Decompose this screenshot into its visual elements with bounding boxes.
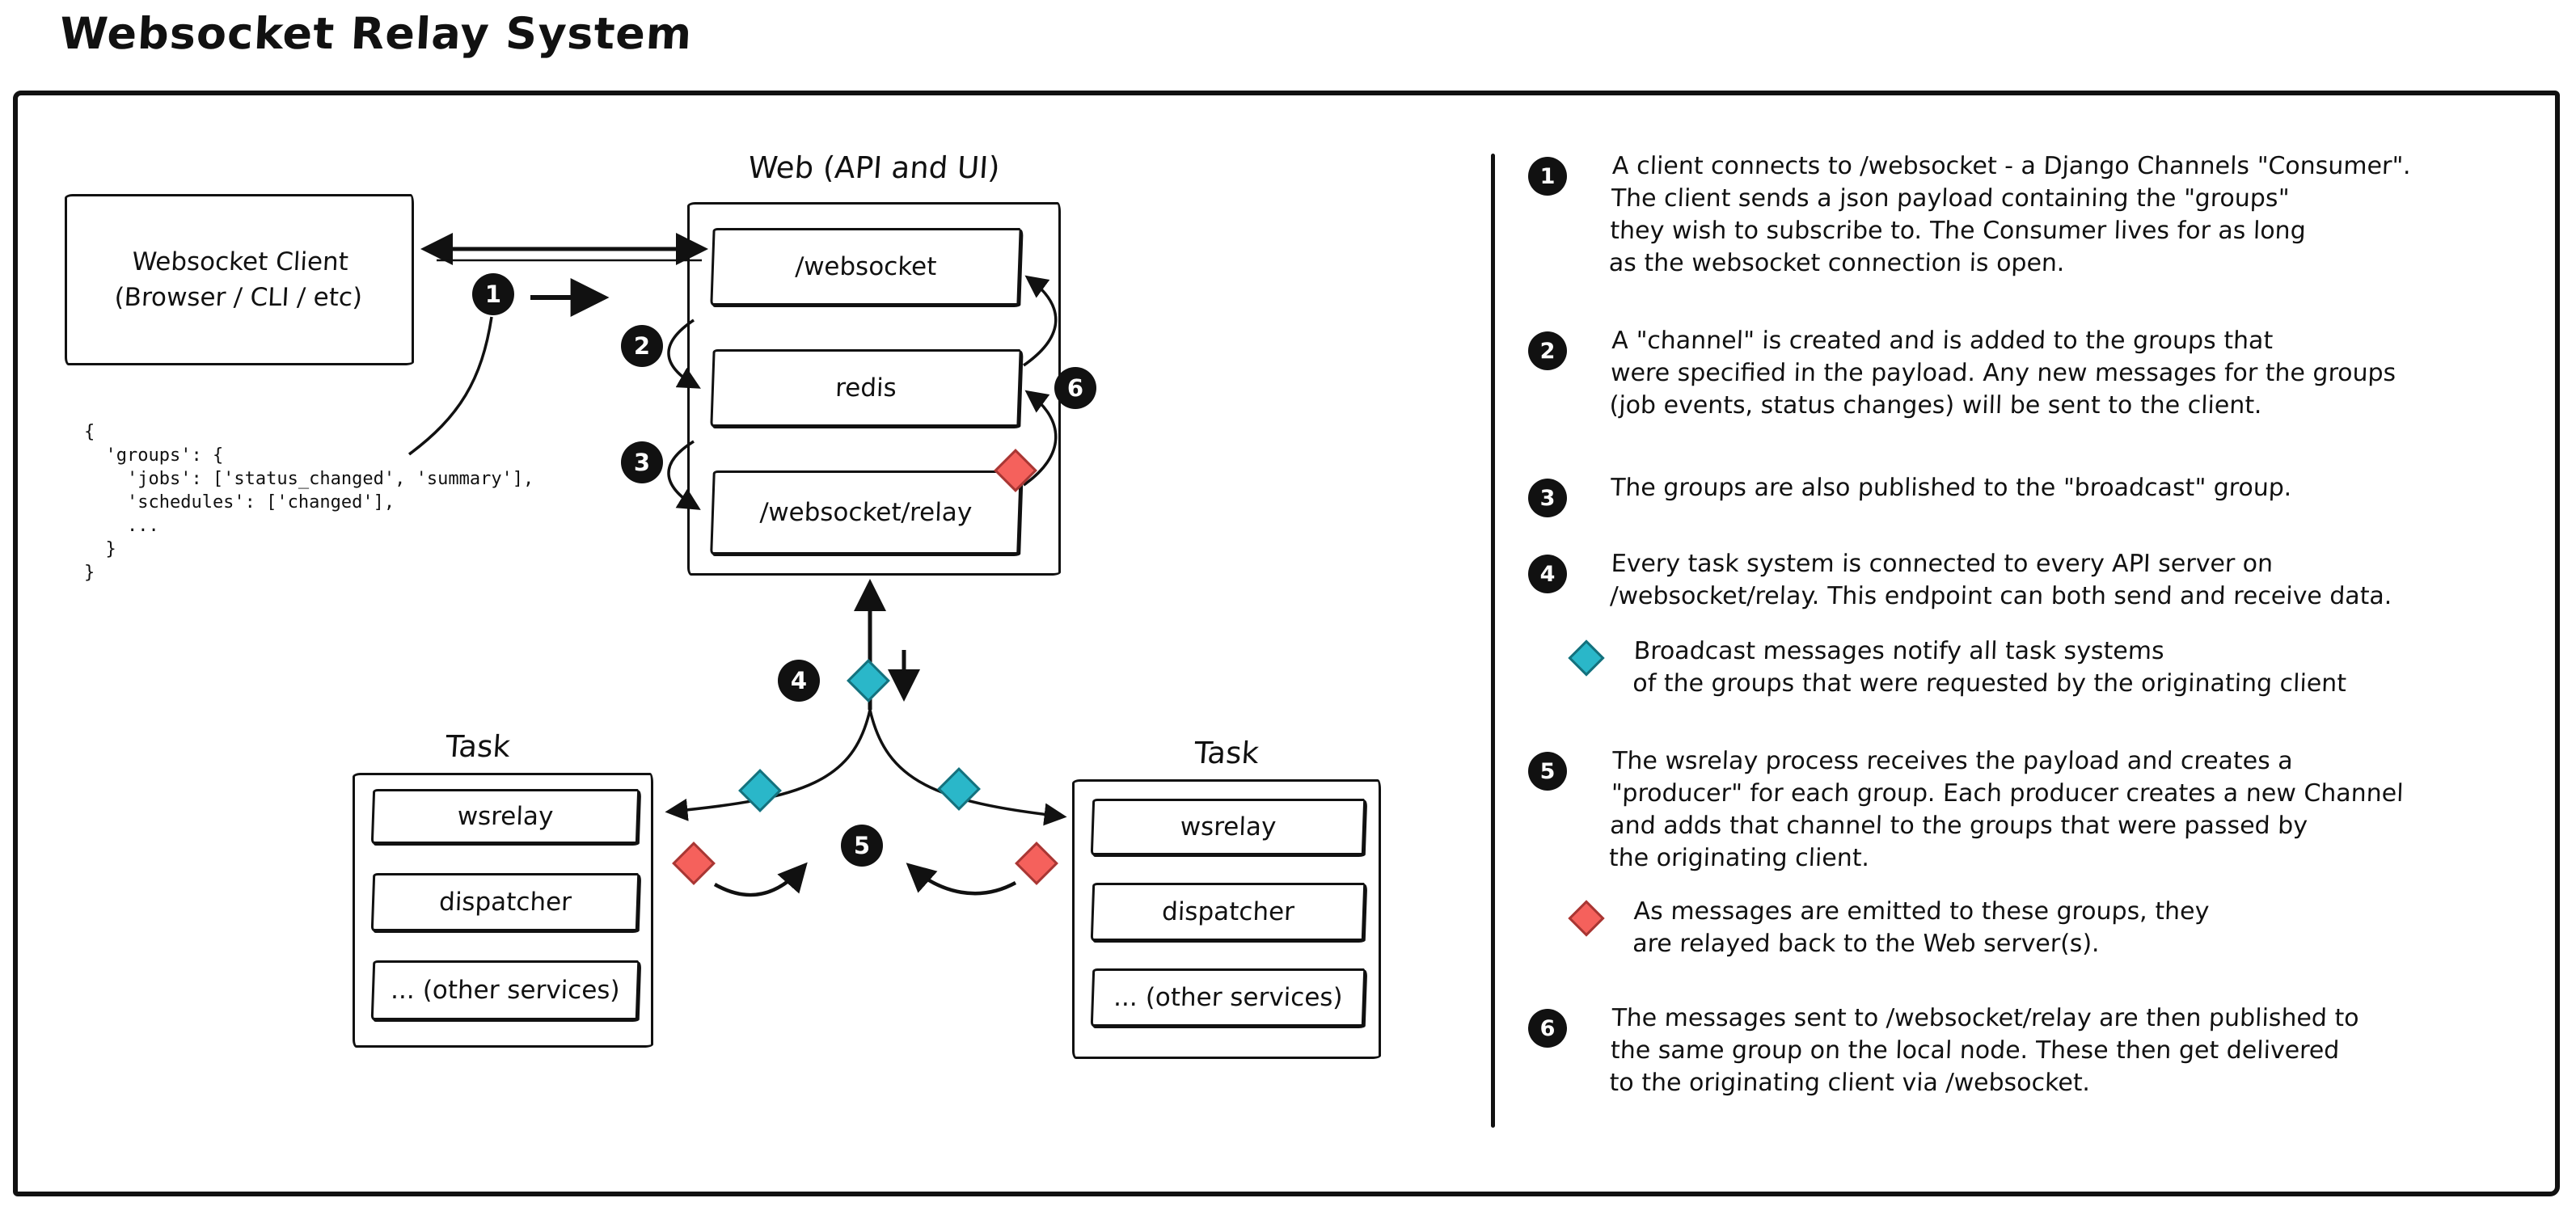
task-right-other-services-box: ... (other services): [1090, 968, 1366, 1027]
broadcast-diamond-note-icon: [1568, 639, 1605, 677]
note-4-badge: 4: [1528, 555, 1567, 593]
websocket-relay-endpoint-box: /websocket/relay: [710, 470, 1022, 555]
note-item-6: 6 The messages sent to /websocket/relay …: [1523, 1002, 2538, 1099]
task-left-label: Task: [444, 729, 512, 764]
note-5-text: The wsrelay process receives the payload…: [1608, 747, 2405, 872]
client-label-line1: Websocket Client: [131, 247, 349, 276]
task-right-label: Task: [1193, 736, 1261, 770]
note-2-text: A "channel" is created and is added to t…: [1609, 327, 2397, 420]
step-2-badge: 2: [621, 325, 663, 367]
redis-box: redis: [710, 349, 1022, 427]
step-6-badge: 6: [1054, 367, 1096, 409]
note-6-text: The messages sent to /websocket/relay ar…: [1609, 1004, 2360, 1097]
task-left-dispatcher-box: dispatcher: [370, 873, 640, 931]
step-1-badge: 1: [472, 273, 514, 315]
relay-diamond-note-icon: [1568, 900, 1605, 937]
note-sub-relay: As messages are emitted to these groups,…: [1523, 896, 2538, 960]
step-5-badge: 5: [841, 825, 883, 867]
note-sub-relay-text: As messages are emitted to these groups,…: [1632, 897, 2210, 958]
diagram-frame: [13, 91, 2560, 1196]
task-right-wsrelay-box: wsrelay: [1090, 799, 1366, 855]
notes-column: 1 A client connects to /websocket - a Dj…: [1523, 150, 2538, 1099]
page-title: Websocket Relay System: [58, 8, 694, 59]
task-right-dispatcher-box: dispatcher: [1090, 883, 1366, 941]
task-left-wsrelay-box: wsrelay: [370, 789, 640, 844]
note-3-badge: 3: [1528, 479, 1567, 517]
note-item-5: 5 The wsrelay process receives the paylo…: [1523, 745, 2538, 875]
note-item-2: 2 A "channel" is created and is added to…: [1523, 325, 2538, 422]
web-group-label: Web (API and UI): [747, 150, 1001, 185]
note-item-4: 4 Every task system is connected to ever…: [1523, 548, 2538, 613]
note-1-badge: 1: [1528, 157, 1567, 196]
note-5-badge: 5: [1528, 752, 1567, 791]
note-item-1: 1 A client connects to /websocket - a Dj…: [1523, 150, 2538, 280]
column-divider: [1491, 154, 1495, 1128]
note-sub-broadcast: Broadcast messages notify all task syste…: [1523, 635, 2538, 700]
note-4-text: Every task system is connected to every …: [1609, 550, 2393, 610]
websocket-endpoint-box: /websocket: [710, 228, 1022, 306]
step-4-badge: 4: [778, 660, 820, 702]
websocket-client-label: Websocket Client (Browser / CLI / etc): [63, 196, 416, 363]
task-left-other-services-box: ... (other services): [370, 960, 640, 1020]
note-item-3: 3 The groups are also published to the "…: [1523, 472, 2538, 517]
note-6-badge: 6: [1528, 1009, 1567, 1048]
client-label-line2: (Browser / CLI / etc): [113, 283, 364, 312]
step-3-badge: 3: [621, 441, 663, 483]
note-1-text: A client connects to /websocket - a Djan…: [1608, 152, 2412, 277]
note-2-badge: 2: [1528, 331, 1567, 370]
groups-payload-code: { 'groups': { 'jobs': ['status_changed',…: [84, 422, 534, 583]
note-sub-broadcast-text: Broadcast messages notify all task syste…: [1632, 637, 2347, 698]
websocket-client-box: Websocket Client (Browser / CLI / etc): [65, 194, 414, 365]
note-3-text: The groups are also published to the "br…: [1610, 474, 2292, 502]
